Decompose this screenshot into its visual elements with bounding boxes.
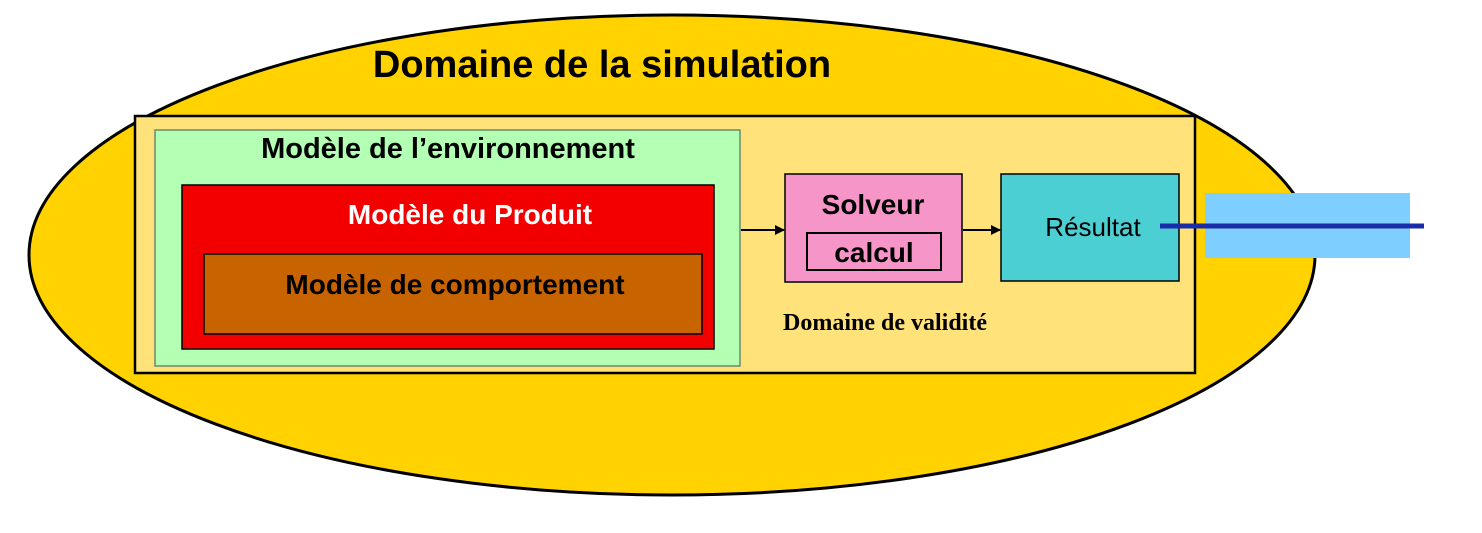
product-model-label: Modèle du Produit — [348, 199, 592, 230]
solver-label: Solveur — [822, 189, 925, 220]
behavior-model-label: Modèle de comportement — [285, 269, 624, 300]
simulation-domain-title: Domaine de la simulation — [373, 44, 831, 86]
result-label: Résultat — [1045, 212, 1141, 242]
validity-domain-label: Domaine de validité — [783, 310, 987, 336]
environment-model-label: Modèle de l’environnement — [261, 133, 635, 165]
behavior-model-box — [203, 253, 703, 335]
result-box — [1000, 173, 1180, 282]
calcul-box — [806, 232, 942, 271]
calcul-label: calcul — [834, 237, 913, 268]
